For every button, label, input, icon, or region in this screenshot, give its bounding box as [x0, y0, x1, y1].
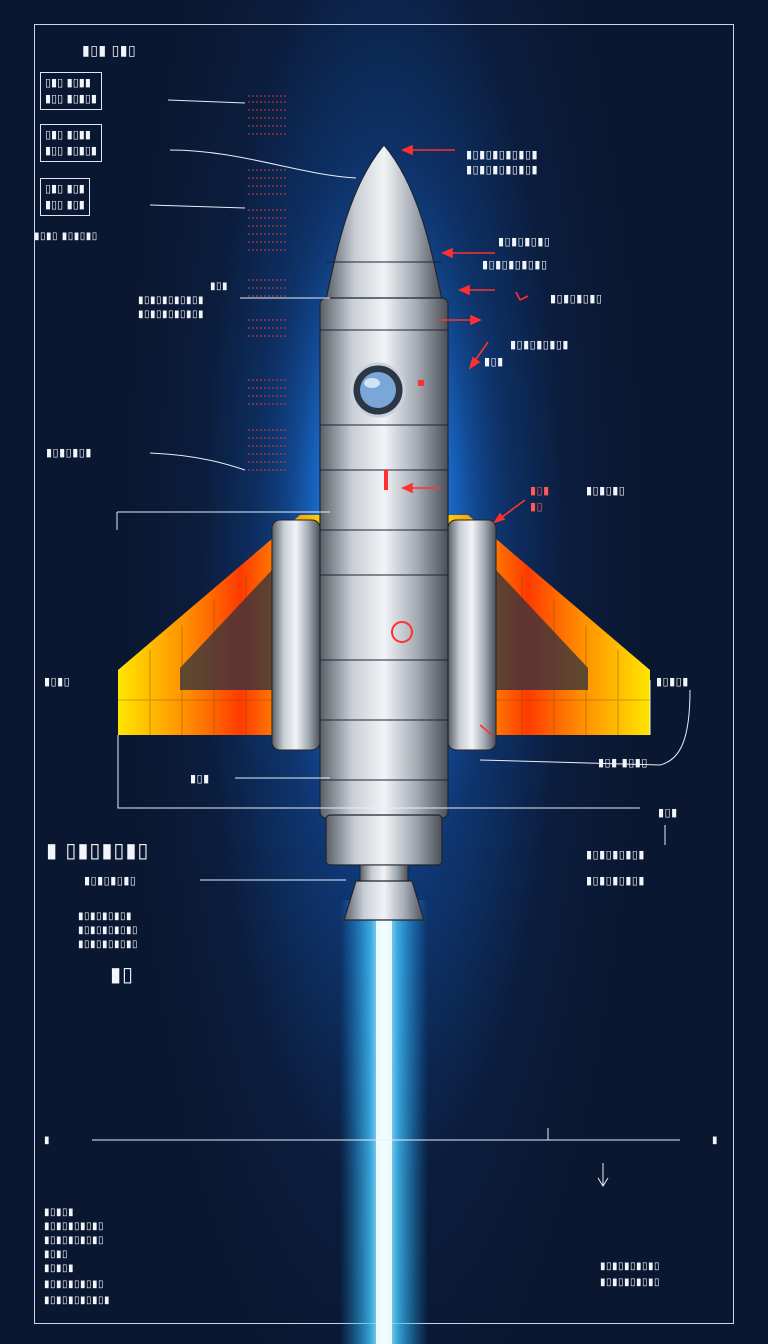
- footer-notes-4: ▮▯▮▯: [44, 1249, 69, 1260]
- right-callout-2: ▮▯▮▯▮▯▮▯▮: [586, 874, 645, 887]
- footer-notes-1: ▮▯▮▯▮: [44, 1207, 75, 1218]
- left-booster: [271, 519, 321, 751]
- note-block-1: ▮▯▮▯▮▯▮▯▮: [78, 911, 133, 922]
- footer-notes-6: ▮▯▮▯▮▯▮▯▮▯: [44, 1279, 105, 1290]
- spec-box-1: ▯▮▯ ▮▯▮▮▮▯▯ ▮▯▮▯▮: [40, 72, 102, 110]
- footer-notes-2: ▮▯▮▯▮▯▮▯▮▯: [44, 1221, 105, 1232]
- leader-note-1: ▮▯▮: [210, 281, 229, 292]
- engine-nozzle: [343, 880, 425, 921]
- spec-box-2: ▯▮▯ ▮▯▮▮▮▯▯ ▮▯▮▯▮: [40, 124, 102, 162]
- fin-callout-right: ▮▯▮▯▮: [656, 675, 689, 688]
- fin-callout-left: ▮▯▮▯: [44, 675, 71, 688]
- note-block-2: ▮▯▮▯▮▯▮▯▮▯: [78, 925, 139, 936]
- callout-b: ▮▯▮▯▮▯▮▯▮▯: [482, 258, 548, 271]
- footer-notes-7: ▮▯▮▯▮▯▮▯▮▯▮: [44, 1295, 111, 1306]
- leader-note-2: ▮▯▮▯▮▯▮▯▮▯▮: [138, 295, 205, 306]
- section-heading-mark: ▮ ▯▮▯▮▯▮▯: [46, 838, 150, 862]
- callout-left-mid: ▮▯▮▯▮▯▮: [46, 446, 92, 459]
- right-booster: [447, 519, 497, 751]
- skirt-callout: ▮▯▮: [658, 806, 678, 819]
- footer-right-1: ▮▯▮▯▮▯▮▯▮▯: [600, 1261, 661, 1272]
- footer-notes-3: ▮▯▮▯▮▯▮▯▮▯: [44, 1235, 105, 1246]
- scale-mark: ▮▯: [110, 962, 135, 986]
- body-callout: ▮▯▮: [190, 772, 210, 785]
- right-callout-1: ▮▯▮▯▮▯▮▯▮: [586, 848, 645, 861]
- leader-note-3: ▮▯▮▯▮▯▮▯▮▯▮: [138, 309, 205, 320]
- nose-callout: ▮▯▮▯▮▯▮▯▮▯▮: [466, 148, 539, 161]
- footer-right-2: ▮▯▮▯▮▯▮▯▮▯: [600, 1277, 661, 1288]
- note-block-3: ▮▯▮▯▮▯▮▯▮▯: [78, 939, 139, 950]
- tick-mark-left: ▮: [44, 1135, 51, 1146]
- booster-callout: ▮▯▮ ▮▯▮▯: [598, 756, 648, 769]
- body-marker: [391, 621, 413, 643]
- callout-red-1: ▮▯▮: [530, 484, 550, 497]
- tick-mark-right: ▮: [712, 1135, 719, 1146]
- spec-box-3: ▯▮▯ ▮▯▮▮▯▯ ▮▯▮: [40, 178, 90, 216]
- callout-d: ▮▯▮▯▮▯▮▯▮: [510, 338, 569, 351]
- spec-note: ▮▯▮▯ ▮▯▮▯▮▯: [34, 231, 98, 242]
- callout-c: ▮▯▮▯▮▯▮▯: [550, 292, 603, 305]
- nose-callout-2: ▮▯▮▯▮▯▮▯▮▯▮: [466, 163, 539, 176]
- callout-red-3: ▮▯: [530, 500, 544, 513]
- footer-notes-5: ▮▯▮▯▮: [44, 1263, 75, 1274]
- callout-e: ▮▯▮: [484, 355, 504, 368]
- callout-red-2: ▮▯▮▯▮▯: [586, 484, 626, 497]
- aft-skirt: [325, 814, 443, 866]
- callout-a: ▮▯▮▯▮▯▮▯: [498, 235, 551, 248]
- engine-callout: ▮▯▮▯▮▯▮▯: [84, 874, 137, 887]
- sheet-header-mark: ▮▯▮ ▯▮▯: [82, 43, 137, 59]
- exhaust-core: [376, 910, 392, 1344]
